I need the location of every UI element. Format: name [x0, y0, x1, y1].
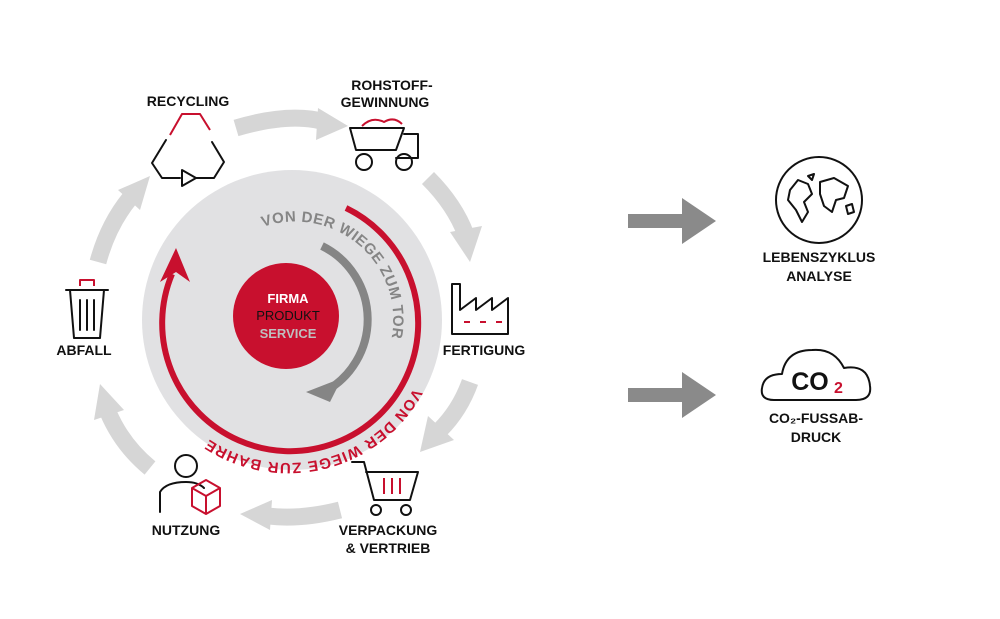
stage-recycling: RECYCLING	[147, 93, 230, 187]
abfall-label: ABFALL	[56, 342, 112, 358]
cycle-arrows	[89, 108, 482, 530]
stage-fertigung: FERTIGUNG	[443, 283, 526, 358]
arrow-fertigung-to-verpackung	[420, 378, 479, 452]
arrow-to-co2	[628, 372, 716, 418]
center-badge: FIRMA PRODUKT SERVICE	[233, 263, 339, 369]
verpackung-label-1: VERPACKUNG	[339, 522, 438, 538]
arrow-nutzung-to-abfall	[94, 384, 156, 475]
cradle-to-gate-arrow	[306, 242, 372, 402]
recycling-icon	[151, 113, 225, 187]
arrow-to-lca	[628, 198, 716, 244]
trash-bin-icon	[65, 279, 109, 339]
nutzung-label: NUTZUNG	[152, 522, 221, 538]
cradle-to-grave-arrow	[159, 205, 422, 455]
stage-abfall: ABFALL	[56, 279, 112, 358]
recycling-label: RECYCLING	[147, 93, 230, 109]
lca-label-2: ANALYSE	[786, 268, 852, 284]
arrow-verpackung-to-nutzung	[240, 500, 343, 530]
lca-label-1: LEBENSZYKLUS	[763, 249, 876, 265]
co2-label-2: DRUCK	[791, 429, 842, 445]
co2-label-1: CO₂-FUSSAB-	[769, 410, 863, 426]
dump-truck-icon	[349, 118, 419, 171]
stage-nutzung: NUTZUNG	[152, 454, 221, 538]
arrow-rohstoff-to-fertigung	[421, 171, 482, 262]
arrow-abfall-to-recycling	[89, 176, 150, 265]
center-produkt: PRODUKT	[256, 308, 320, 323]
stage-rohstoffgewinnung: ROHSTOFF- GEWINNUNG	[341, 77, 433, 171]
center-firma: FIRMA	[267, 291, 309, 306]
center-service: SERVICE	[260, 326, 317, 341]
co2-icon-subscript: 2	[834, 380, 843, 397]
fertigung-label: FERTIGUNG	[443, 342, 526, 358]
cloud-icon	[760, 348, 872, 401]
rohstoff-label-2: GEWINNUNG	[341, 94, 430, 110]
stage-verpackung-vertrieb: VERPACKUNG & VERTRIEB	[339, 461, 438, 556]
result-co2: CO 2 CO₂-FUSSAB- DRUCK	[760, 348, 872, 445]
co2-icon-text: CO	[791, 368, 829, 396]
verpackung-label-2: & VERTRIEB	[346, 540, 431, 556]
result-lca: LEBENSZYKLUS ANALYSE	[763, 156, 876, 284]
rohstoff-label-1: ROHSTOFF-	[351, 77, 433, 93]
globe-icon	[775, 156, 863, 244]
person-with-box-icon	[159, 454, 221, 515]
factory-icon	[451, 283, 509, 335]
arrow-recycling-to-rohstoff	[233, 108, 348, 140]
shopping-cart-icon	[351, 461, 419, 516]
